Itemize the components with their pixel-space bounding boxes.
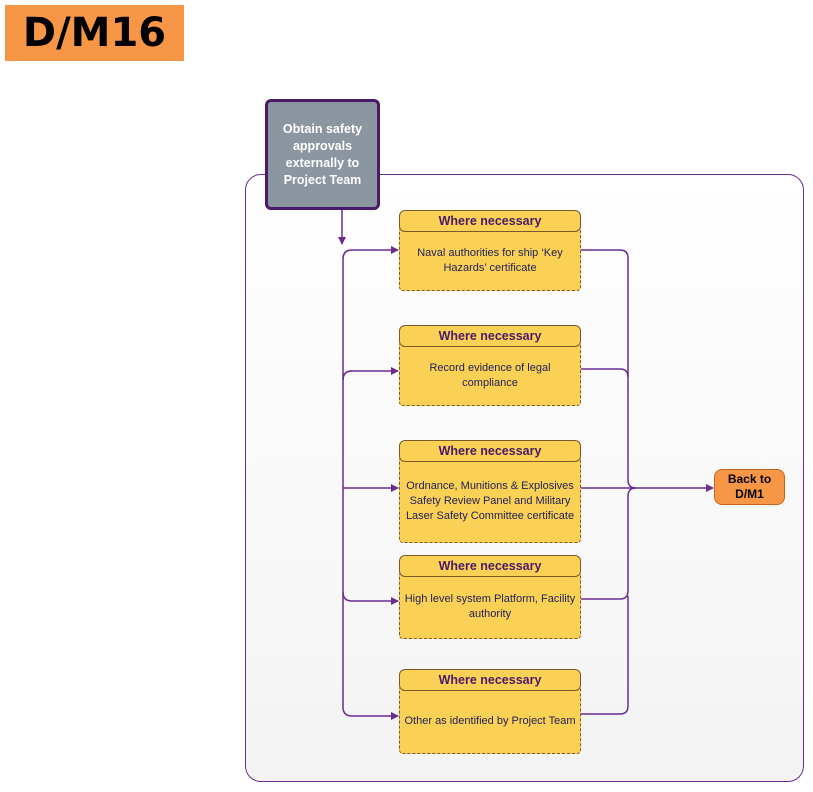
step-naval-authorities[interactable]: Where necessary Naval authorities for sh…: [399, 210, 581, 291]
out-4: [581, 487, 637, 600]
step-header: Where necessary: [399, 669, 581, 691]
step-text: Naval authorities for ship ‘Key Hazards’…: [399, 226, 581, 291]
step-text: High level system Platform, Facility aut…: [399, 571, 581, 639]
step-platform-authority[interactable]: Where necessary High level system Platfo…: [399, 555, 581, 639]
out-5: [581, 596, 629, 715]
step-header: Where necessary: [399, 440, 581, 462]
out-2: [581, 368, 629, 378]
step-text: Record evidence of legal compliance: [399, 341, 581, 406]
step-header: Where necessary: [399, 325, 581, 347]
start-box[interactable]: Obtain safety approvals externally to Pr…: [265, 99, 380, 210]
step-legal-compliance[interactable]: Where necessary Record evidence of legal…: [399, 325, 581, 406]
out-1: [581, 249, 637, 489]
step-text: Ordnance, Munitions & Explosives Safety …: [399, 456, 581, 543]
step-header: Where necessary: [399, 210, 581, 232]
step-text: Other as identified by Project Team: [399, 685, 581, 754]
page-title: D/M16: [5, 5, 184, 61]
step-other[interactable]: Where necessary Other as identified by P…: [399, 669, 581, 754]
left-bus: [342, 249, 353, 717]
step-header: Where necessary: [399, 555, 581, 577]
back-to-dm1-button[interactable]: Back to D/M1: [714, 469, 785, 505]
step-ordnance-review[interactable]: Where necessary Ordnance, Munitions & Ex…: [399, 440, 581, 543]
